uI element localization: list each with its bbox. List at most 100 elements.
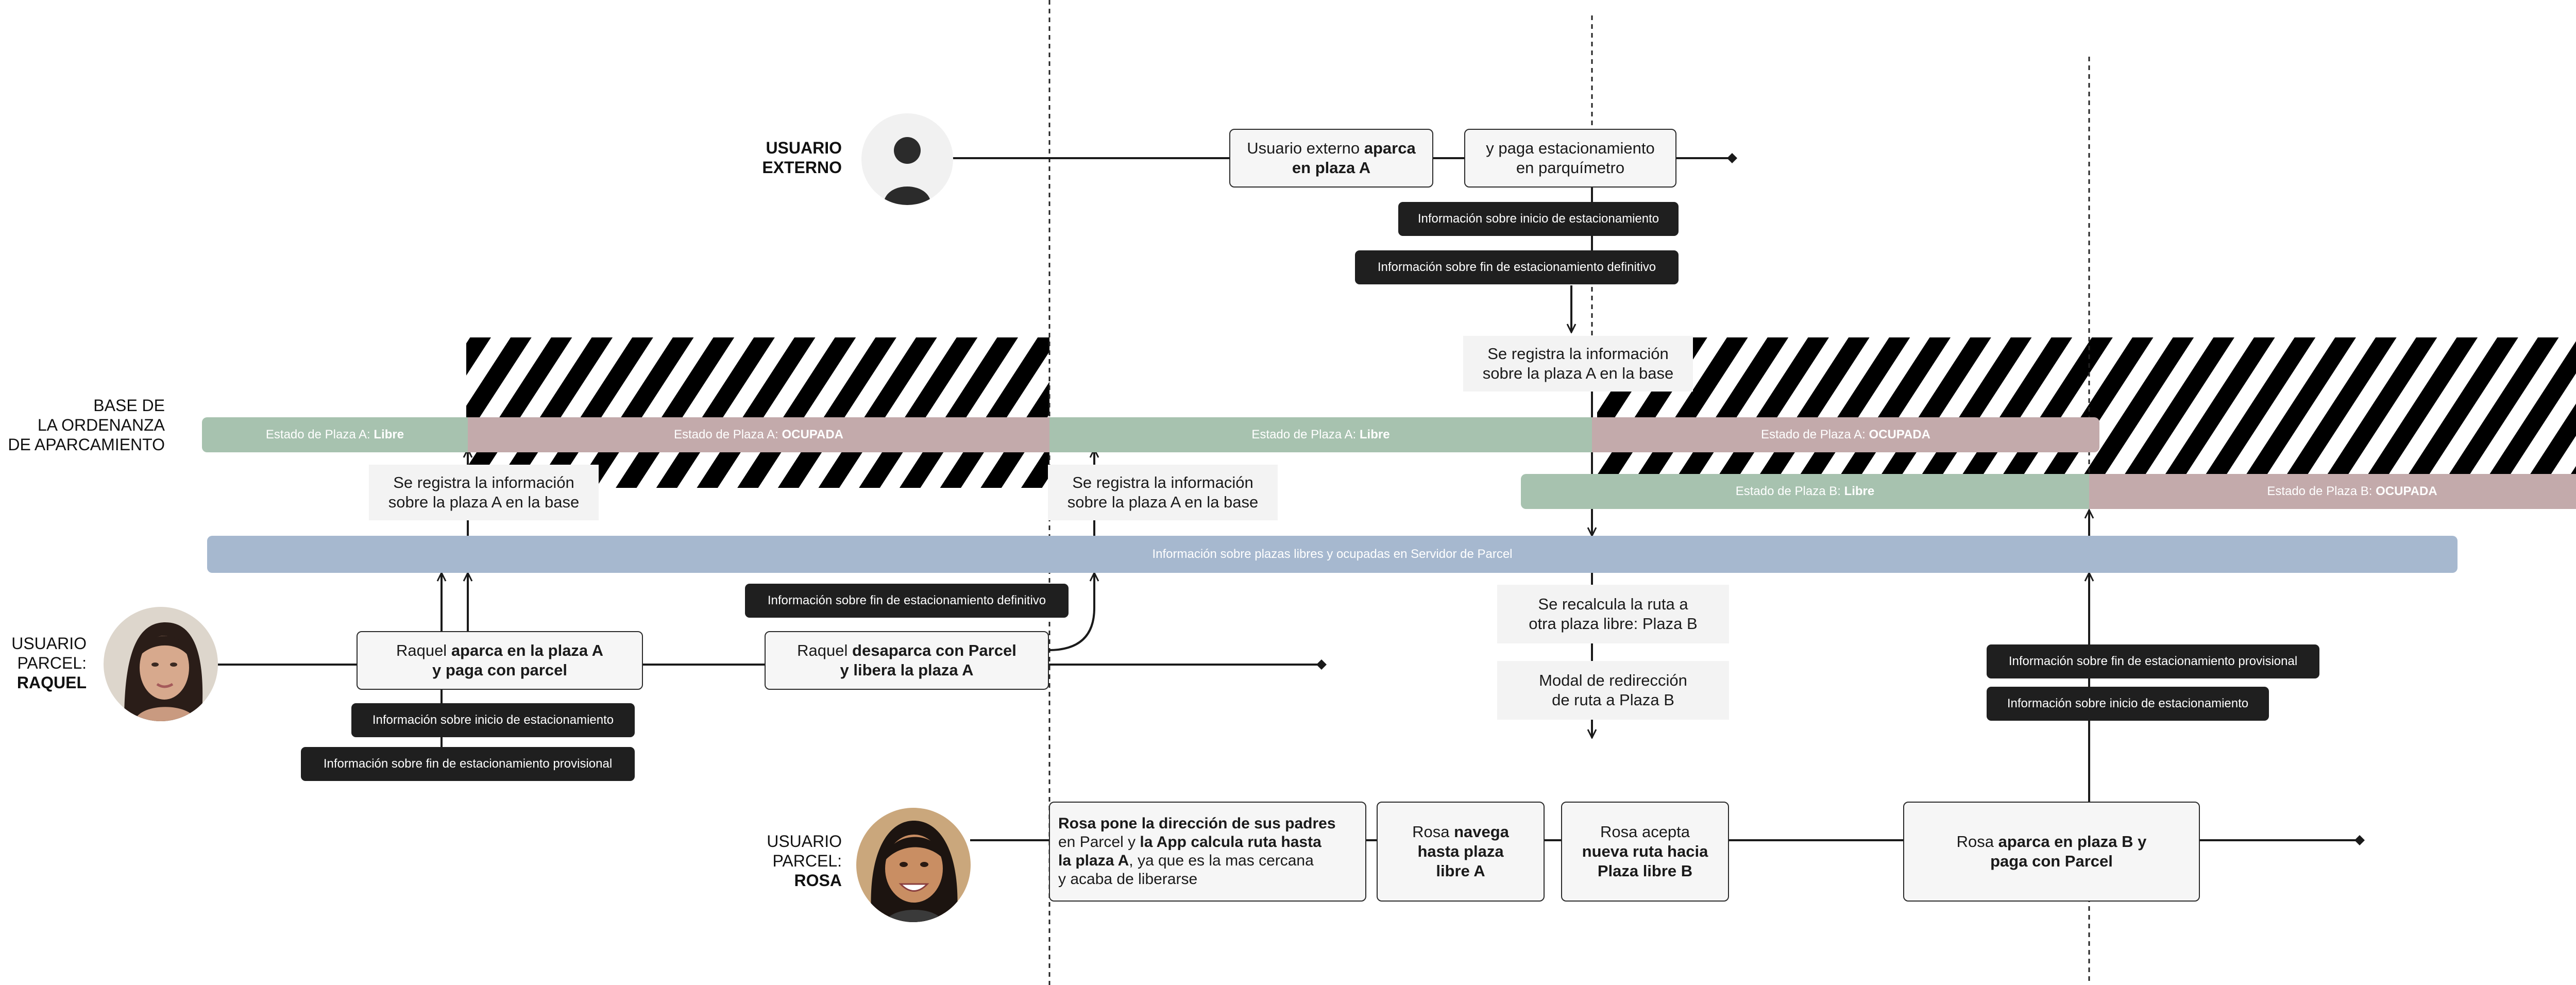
registro-note-unpark: Se registra la información sobre la plaz… <box>1048 465 1278 520</box>
base-label-line3: DE APARCAMIENTO <box>8 435 165 454</box>
ext-end-tag: Información sobre fin de estacionamiento… <box>1355 250 1679 284</box>
rosa-address-b1: Rosa pone la dirección de sus padres <box>1058 815 1336 832</box>
rosa-label-line1: USUARIO <box>767 832 842 851</box>
raquel-park-bold1: aparca en la plaza A <box>451 641 604 659</box>
rosa-avatar <box>856 808 971 922</box>
plaza-b-prefix-2: Estado de Plaza B: <box>2267 484 2372 498</box>
base-label-line1: BASE DE <box>93 396 165 415</box>
rosa-accept-step: Rosa acepta nueva ruta hacia Plaza libre… <box>1561 802 1729 902</box>
plaza-b-occupied-bar: Estado de Plaza B: OCUPADA <box>2089 474 2576 509</box>
plaza-a-status-3: Libre <box>1359 428 1390 441</box>
recalcula-note-line1: Se recalcula la ruta a <box>1538 595 1688 613</box>
rosa-parkb-step: Rosa aparca en plaza B y paga con Parcel <box>1903 802 2200 902</box>
rosa-accept-line1: Rosa acepta <box>1600 823 1690 841</box>
registro-note-raquel-line2: sobre la plaza A en la base <box>388 493 580 511</box>
raquel-park-bold2: y paga con parcel <box>432 661 567 679</box>
rosa-address-t4: y acaba de liberarse <box>1058 871 1198 888</box>
raquel-label-line1: USUARIO <box>11 634 87 653</box>
parcel-server-bar: Información sobre plazas libres y ocupad… <box>207 536 2458 573</box>
plaza-a-prefix-2: Estado de Plaza A: <box>673 428 778 441</box>
hatch-area-raquel-occupied <box>466 337 1049 488</box>
rosa-address-t2a: en Parcel y <box>1058 834 1140 851</box>
external-label-line1: USUARIO <box>766 139 842 157</box>
external-pay-line1: y paga estacionamiento <box>1486 139 1655 157</box>
plaza-b-status-2: OCUPADA <box>2376 484 2437 498</box>
rosa-navigate-bold1: navega <box>1454 823 1509 841</box>
raquel-unpark-connector <box>1048 573 1094 651</box>
rosa-label-name: ROSA <box>794 871 842 890</box>
rosa-accept-bold2: nueva ruta hacia <box>1582 842 1708 860</box>
generic-user-icon <box>861 113 953 205</box>
rosa-parkb-bold2: paga con Parcel <box>1990 852 2113 870</box>
recalcula-note-line2: otra plaza libre: Plaza B <box>1529 615 1698 633</box>
registro-note-external-line2: sobre la plaza A en la base <box>1482 364 1674 382</box>
recalcula-note: Se recalcula la ruta a otra plaza libre:… <box>1497 585 1729 643</box>
plaza-a-free-bar-2: Estado de Plaza A: Libre <box>1049 417 1592 452</box>
rosa-parkb-bold1: aparca en plaza B y <box>1998 833 2147 851</box>
raquel-label-name: RAQUEL <box>16 673 87 692</box>
raquel-park-pre: Raquel <box>396 641 451 659</box>
plaza-a-prefix-4: Estado de Plaza A: <box>1760 428 1866 441</box>
raq-end-def-tag: Información sobre fin de estacionamiento… <box>745 584 1069 618</box>
ext-start-tag: Información sobre inicio de estacionamie… <box>1398 202 1679 236</box>
external-pay-step: y paga estacionamiento en parquímetro <box>1464 129 1676 188</box>
rosa-address-t3: , ya que es la mas cercana <box>1129 852 1314 869</box>
plaza-a-prefix-3: Estado de Plaza A: <box>1251 428 1357 441</box>
plaza-a-prefix-1: Estado de Plaza A: <box>265 428 370 441</box>
rosa-start-tag: Información sobre inicio de estacionamie… <box>1987 687 2269 721</box>
raquel-timeline-end-diamond <box>1316 659 1327 670</box>
plaza-a-occupied-bar-2: Estado de Plaza A: OCUPADA <box>1592 417 2099 452</box>
rosa-parkb-pre: Rosa <box>1956 833 1998 851</box>
external-user-label: USUARIO EXTERNO <box>711 138 842 177</box>
external-park-line2: en plaza A <box>1292 159 1371 177</box>
modal-note: Modal de redirección de ruta a Plaza B <box>1497 661 1729 720</box>
rosa-address-b3: la plaza A <box>1058 852 1129 869</box>
registro-note-unpark-line2: sobre la plaza A en la base <box>1067 493 1259 511</box>
external-park-pre: Usuario externo <box>1247 139 1364 157</box>
raquel-label: USUARIO PARCEL: RAQUEL <box>0 634 87 692</box>
external-timeline-end-diamond <box>1727 153 1737 163</box>
external-park-bold: aparca <box>1364 139 1416 157</box>
plaza-a-occupied-bar-1: Estado de Plaza A: OCUPADA <box>468 417 1049 452</box>
plaza-b-prefix-1: Estado de Plaza B: <box>1735 484 1841 498</box>
raquel-avatar <box>104 607 218 721</box>
rosa-label: USUARIO PARCEL: ROSA <box>721 831 842 890</box>
plaza-a-free-bar-1: Estado de Plaza A: Libre <box>202 417 468 452</box>
external-pay-line2: en parquímetro <box>1516 159 1625 177</box>
plaza-a-status-1: Libre <box>374 428 404 441</box>
rosa-navigate-bold2: hasta plaza <box>1417 842 1504 860</box>
rosa-address-b2: la App calcula ruta hasta <box>1140 834 1321 851</box>
external-park-step: Usuario externo aparca en plaza A <box>1229 129 1433 188</box>
hatch-area-external-occupied <box>1597 337 2576 474</box>
raq-end-prov-tag: Información sobre fin de estacionamiento… <box>301 747 635 781</box>
rosa-accept-bold3: Plaza libre B <box>1597 862 1693 880</box>
rosa-address-step: Rosa pone la dirección de sus padres en … <box>1049 802 1366 902</box>
raquel-unpark-step: Raquel desaparca con Parcel y libera la … <box>765 631 1049 690</box>
registro-note-unpark-line1: Se registra la información <box>1072 473 1253 491</box>
plaza-a-status-2: OCUPADA <box>782 428 844 441</box>
rosa-end-prov-tag: Información sobre fin de estacionamiento… <box>1987 644 2319 678</box>
rosa-navigate-pre: Rosa <box>1412 823 1454 841</box>
plaza-b-status-1: Libre <box>1844 484 1875 498</box>
rosa-navigate-bold3: libre A <box>1436 862 1485 880</box>
registro-note-external: Se registra la información sobre la plaz… <box>1463 336 1693 392</box>
raquel-unpark-pre: Raquel <box>797 641 853 659</box>
raquel-unpark-bold1: desaparca con Parcel <box>852 641 1016 659</box>
external-label-line2: EXTERNO <box>762 158 842 177</box>
modal-note-line1: Modal de redirección <box>1539 671 1687 689</box>
rosa-timeline-end-diamond <box>2354 835 2365 845</box>
modal-note-line2: de ruta a Plaza B <box>1552 691 1674 709</box>
registro-note-raquel: Se registra la información sobre la plaz… <box>369 465 599 520</box>
plaza-a-status-4: OCUPADA <box>1869 428 1931 441</box>
raquel-label-line2: PARCEL: <box>17 654 87 672</box>
rosa-label-line2: PARCEL: <box>772 852 842 870</box>
registro-note-raquel-line1: Se registra la información <box>393 473 574 491</box>
base-label: BASE DE LA ORDENANZA DE APARCAMIENTO <box>0 396 165 454</box>
raquel-unpark-bold2: y libera la plaza A <box>840 661 974 679</box>
plaza-b-free-bar: Estado de Plaza B: Libre <box>1521 474 2089 509</box>
rosa-navigate-step: Rosa navega hasta plaza libre A <box>1377 802 1545 902</box>
registro-note-external-line1: Se registra la información <box>1487 345 1669 363</box>
raq-start-tag: Información sobre inicio de estacionamie… <box>351 703 635 737</box>
base-label-line2: LA ORDENANZA <box>37 416 165 434</box>
